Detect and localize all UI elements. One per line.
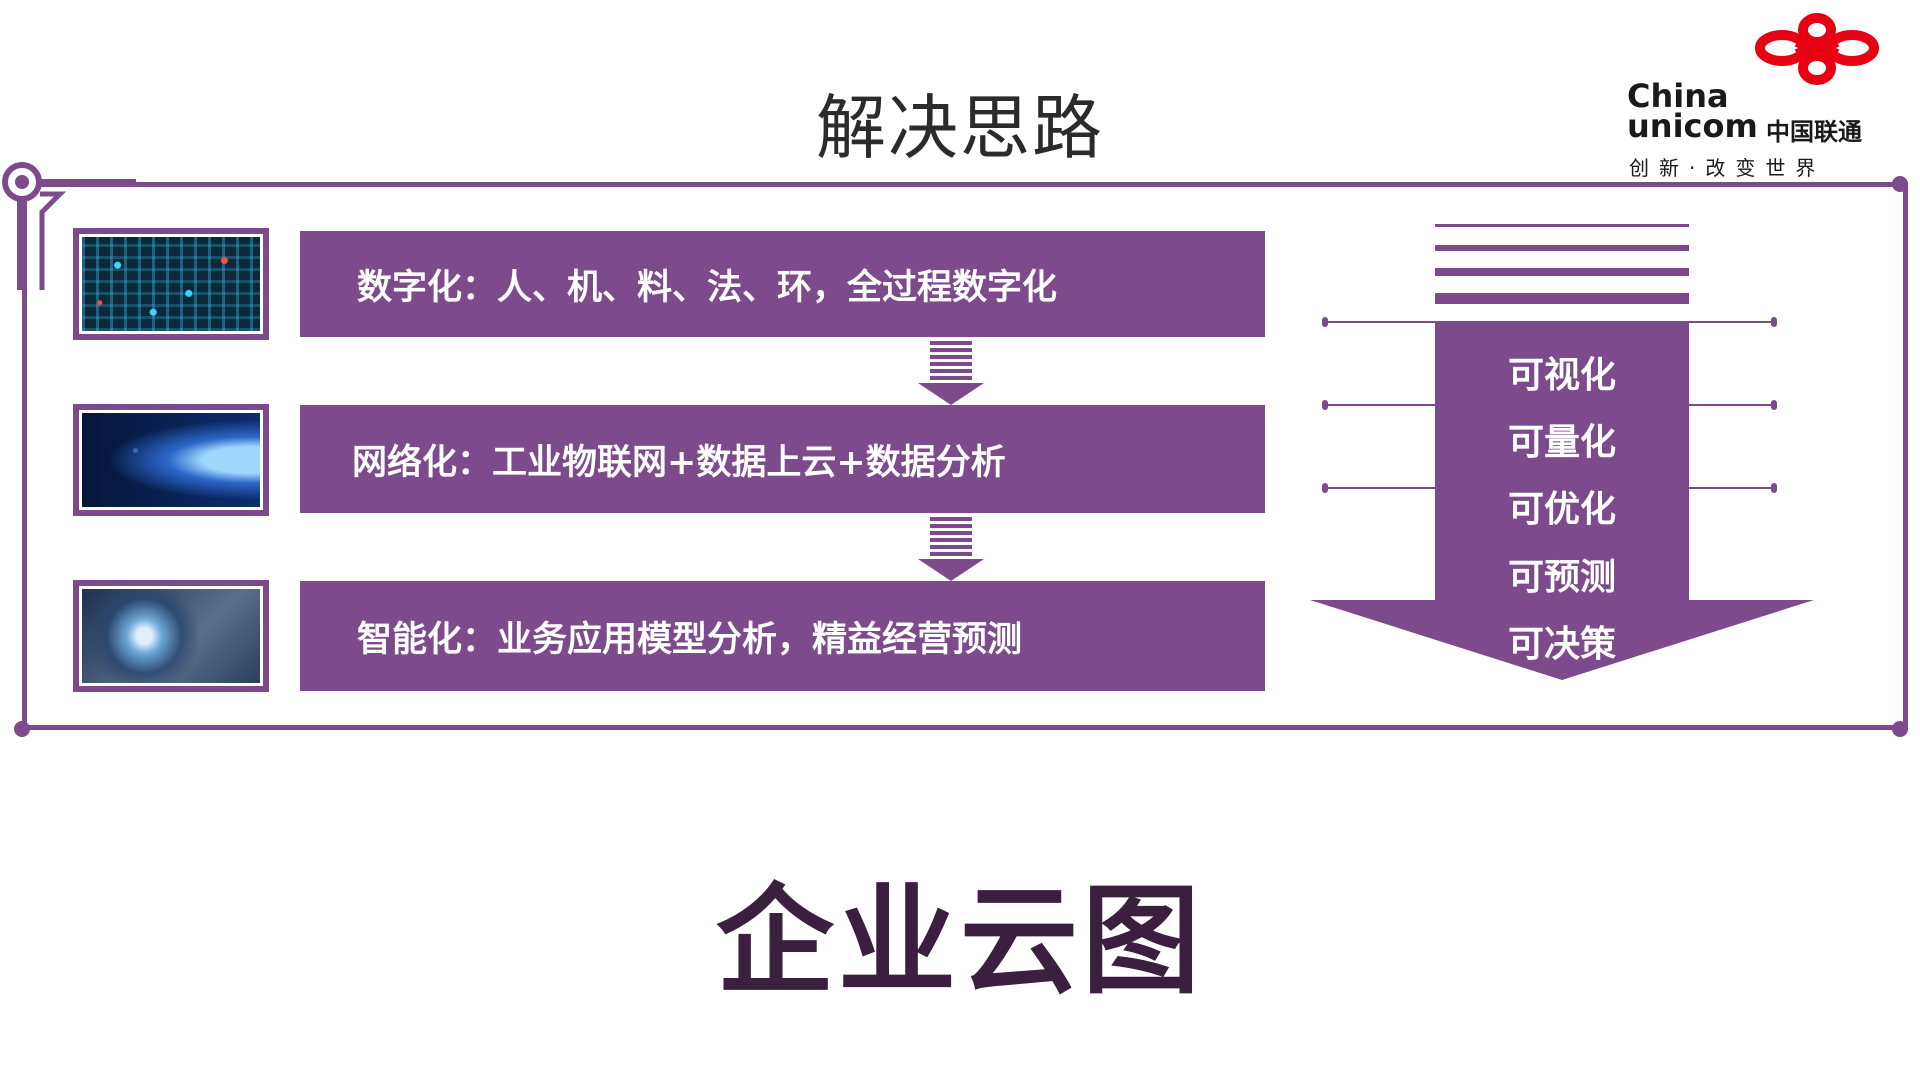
- guide-line-end: [1771, 483, 1777, 493]
- funnel-item-visualize: 可视化: [1507, 355, 1616, 396]
- slide-title: 解决思路: [816, 87, 1104, 169]
- funnel-item-predict: 可预测: [1507, 557, 1616, 598]
- down-arrow-icon: [918, 341, 984, 405]
- funnel-item-quantify: 可量化: [1507, 422, 1616, 463]
- funnel-item-optimize: 可优化: [1507, 489, 1616, 530]
- bottom-title: 企业云图: [715, 872, 1204, 1010]
- step-label: 智能化：业务应用模型分析，精益经营预测: [357, 619, 1023, 660]
- frame-corner-dot: [14, 721, 30, 737]
- step-image-1: [73, 228, 269, 340]
- frame-corner-dot: [1892, 721, 1908, 737]
- guide-line-end: [1771, 317, 1777, 327]
- funnel-guide-line: [1325, 321, 1775, 323]
- guide-line-end: [1771, 400, 1777, 410]
- frame-corner-dot: [1892, 176, 1908, 192]
- step-image-2: [73, 404, 269, 516]
- guide-line-end: [1322, 400, 1328, 410]
- data-matrix-image: [79, 234, 263, 334]
- funnel-guide-line: [1325, 404, 1775, 406]
- guide-line-end: [1322, 483, 1328, 493]
- step-label: 数字化：人、机、料、法、环，全过程数字化: [357, 267, 1058, 308]
- funnel-arrow-head: [1310, 600, 1814, 680]
- content-frame: [22, 182, 1908, 730]
- logo-chinese-name: 中国联通: [1766, 118, 1862, 146]
- funnel-item-decide: 可决策: [1507, 624, 1616, 665]
- logo-unicom-text: unicom: [1627, 107, 1758, 145]
- funnel-stripe: [1435, 245, 1689, 251]
- china-unicom-logo: China unicom 中国联通 创新·改变世界: [1620, 12, 1910, 180]
- step-bar-intelligence: 智能化：业务应用模型分析，精益经营预测: [300, 581, 1265, 691]
- funnel-column: [1435, 322, 1689, 602]
- funnel-stripe: [1435, 268, 1689, 276]
- step-image-3: [73, 580, 269, 692]
- guide-line-end: [1322, 317, 1328, 327]
- frame-corner-ornament: [2, 162, 136, 290]
- logo-slogan: 创新·改变世界: [1629, 156, 1826, 180]
- ai-eye-image: [79, 586, 263, 686]
- funnel-guide-line: [1325, 487, 1775, 489]
- logo-china-text: China: [1627, 77, 1729, 115]
- step-bar-networking: 网络化：工业物联网+数据上云+数据分析: [300, 405, 1265, 513]
- funnel-stripe: [1435, 293, 1689, 304]
- down-arrow-icon: [918, 517, 984, 581]
- step-label: 网络化：工业物联网+数据上云+数据分析: [352, 442, 1006, 483]
- step-bar-digitalization: 数字化：人、机、料、法、环，全过程数字化: [300, 231, 1265, 337]
- funnel-stripe: [1435, 224, 1689, 227]
- globe-network-image: [79, 410, 263, 510]
- unicom-knot-icon: [1755, 13, 1879, 85]
